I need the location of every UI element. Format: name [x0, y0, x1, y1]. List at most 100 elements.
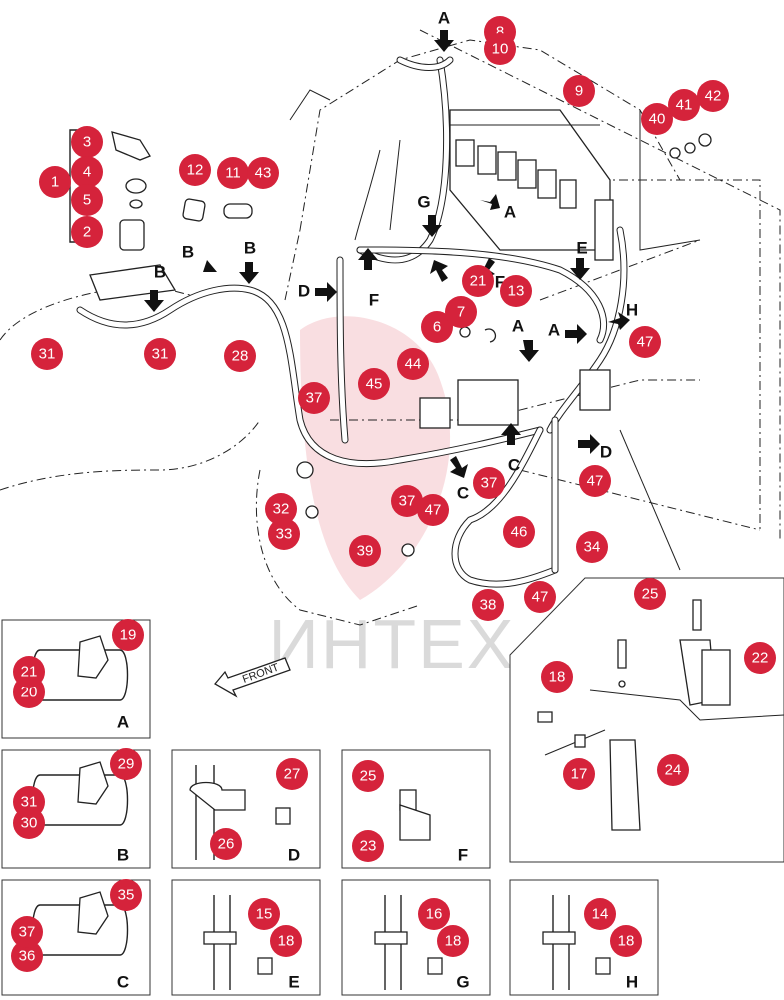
svg-text:39: 39 [357, 543, 374, 560]
svg-text:3: 3 [83, 134, 91, 151]
watermark-text: ИНТЕХ [268, 605, 515, 683]
svg-text:18: 18 [278, 933, 295, 950]
callout-18-e: 18 [270, 925, 302, 957]
callout-29: 29 [110, 748, 142, 780]
callout-15: 15 [248, 898, 280, 930]
svg-text:E: E [576, 239, 587, 258]
callout-41: 41 [668, 89, 700, 121]
svg-text:36: 36 [19, 948, 36, 965]
svg-text:14: 14 [592, 906, 609, 923]
svg-text:1: 1 [51, 174, 59, 191]
svg-text:35: 35 [118, 887, 135, 904]
callout-38: 38 [472, 589, 504, 621]
svg-text:C: C [117, 973, 129, 992]
callout-31-b: 31 [13, 786, 45, 818]
callout-33: 33 [268, 518, 300, 550]
svg-text:F: F [458, 846, 468, 865]
callout-27: 27 [276, 758, 308, 790]
callout-12: 12 [179, 154, 211, 186]
callout-26: 26 [210, 828, 242, 860]
callout-44: 44 [397, 348, 429, 380]
svg-text:21: 21 [470, 273, 487, 290]
svg-text:15: 15 [256, 906, 273, 923]
callout-11: 11 [217, 157, 249, 189]
callout-31-a: 31 [31, 338, 63, 370]
svg-text:27: 27 [284, 766, 301, 783]
callout-37-a: 37 [298, 382, 330, 414]
callout-6: 6 [421, 311, 453, 343]
svg-text:7: 7 [457, 304, 465, 321]
svg-text:F: F [369, 291, 379, 310]
callout-32: 32 [265, 493, 297, 525]
svg-text:16: 16 [426, 906, 443, 923]
callout-39: 39 [349, 535, 381, 567]
callout-43: 43 [247, 157, 279, 189]
callout-1: 1 [39, 166, 71, 198]
svg-text:31: 31 [21, 794, 38, 811]
svg-text:13: 13 [508, 283, 525, 300]
svg-text:D: D [600, 443, 612, 462]
svg-text:47: 47 [532, 589, 549, 606]
svg-text:47: 47 [637, 334, 654, 351]
front-arrow: FRONT [214, 657, 291, 698]
svg-text:26: 26 [218, 836, 235, 853]
svg-text:45: 45 [366, 376, 383, 393]
callout-19: 19 [112, 619, 144, 651]
svg-text:A: A [548, 321, 560, 340]
callout-34: 34 [576, 531, 608, 563]
svg-text:G: G [456, 973, 469, 992]
detail-panel-right [509, 577, 784, 863]
callout-4: 4 [71, 156, 103, 188]
svg-text:F: F [495, 273, 505, 292]
svg-text:41: 41 [676, 97, 693, 114]
svg-text:19: 19 [120, 627, 137, 644]
callout-46: 46 [503, 516, 535, 548]
svg-text:18: 18 [549, 669, 566, 686]
svg-text:18: 18 [445, 933, 462, 950]
svg-text:A: A [504, 203, 516, 222]
svg-text:8: 8 [496, 24, 504, 41]
svg-text:E: E [288, 973, 299, 992]
svg-text:30: 30 [21, 815, 38, 832]
svg-text:B: B [117, 846, 129, 865]
callout-9: 9 [563, 75, 595, 107]
svg-text:37: 37 [19, 924, 36, 941]
callout-13: 13 [500, 275, 532, 307]
callout-16: 16 [418, 898, 450, 930]
callout-25-f: 25 [352, 760, 384, 792]
callout-45: 45 [358, 368, 390, 400]
svg-text:20: 20 [21, 684, 38, 701]
svg-text:5: 5 [83, 192, 91, 209]
svg-text:23: 23 [360, 838, 377, 855]
svg-text:40: 40 [649, 111, 666, 128]
callout-47-b: 47 [579, 465, 611, 497]
svg-text:G: G [417, 193, 430, 212]
callout-47-a: 47 [629, 326, 661, 358]
relay-box [449, 109, 614, 261]
callout-28: 28 [224, 340, 256, 372]
svg-text:B: B [154, 263, 166, 282]
view-labels-main: A A A A B B B C C D D E F F G H [154, 9, 638, 503]
svg-text:34: 34 [584, 539, 601, 556]
svg-text:2: 2 [83, 224, 91, 241]
detail-box-h: H [509, 879, 659, 996]
svg-text:42: 42 [705, 88, 722, 105]
callout-14: 14 [584, 898, 616, 930]
callout-37-b: 37 [391, 485, 423, 517]
svg-text:H: H [626, 973, 638, 992]
callout-18-h: 18 [610, 925, 642, 957]
svg-text:H: H [626, 301, 638, 320]
callout-22: 22 [744, 642, 776, 674]
svg-text:B: B [182, 243, 194, 262]
svg-text:B: B [244, 239, 256, 258]
harness-lines [76, 56, 628, 588]
callout-37-d: 37 [473, 467, 505, 499]
callout-18-g: 18 [437, 925, 469, 957]
svg-text:47: 47 [587, 473, 604, 490]
svg-text:24: 24 [665, 762, 682, 779]
svg-text:22: 22 [752, 650, 769, 667]
callout-2: 2 [71, 216, 103, 248]
callout-37-c: 37 [11, 916, 43, 948]
svg-text:A: A [512, 317, 524, 336]
